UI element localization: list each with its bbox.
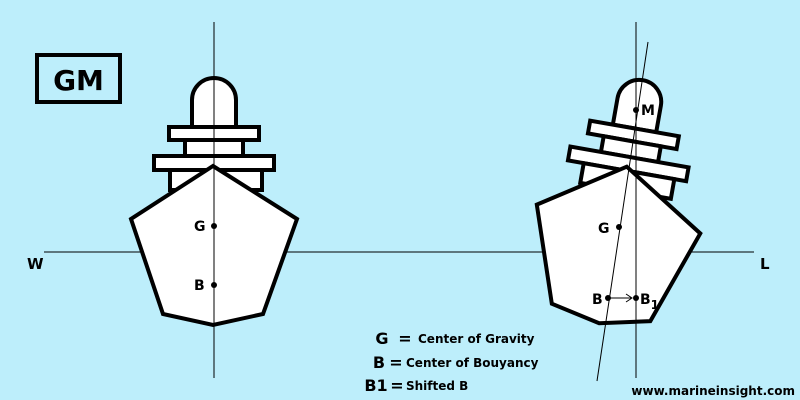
heeled-ship-g-label: G [598,221,610,237]
legend-symbol-b1: B1 [364,376,387,395]
waterline-l-label: L [760,255,770,273]
legend-item-shifted-b: B1 = Shifted B [364,376,468,395]
legend-equals: = [390,376,403,395]
waterline-w-label: W [27,255,44,273]
heeled-ship: M G B B1 [534,22,703,382]
legend: G = Center of Gravity B = Center of Bouy… [364,329,538,395]
heeled-ship-dome [610,77,664,135]
legend-text-gravity: Center of Gravity [418,332,535,346]
heeled-ship-g-point [616,224,622,230]
legend-item-gravity: G = Center of Gravity [375,329,534,348]
upright-ship: G B [128,22,300,378]
heeled-ship-b-point [605,295,611,301]
legend-equals: = [398,329,411,348]
legend-symbol-b: B [373,353,385,372]
title-box: GM [35,53,122,104]
title-frame [35,53,122,104]
heeled-ship-hull [534,164,703,326]
heeled-ship-b-label: B [592,292,603,308]
heeled-ship-b1-point [633,295,639,301]
upright-ship-g-label: G [194,219,206,235]
heeled-ship-body [534,77,703,326]
legend-text-bouyancy: Center of Bouyancy [406,356,539,370]
legend-equals: = [389,353,402,372]
heeled-ship-m-point [633,107,639,113]
legend-text-shifted-b: Shifted B [406,379,468,393]
title-text: GM [53,64,104,97]
heeled-ship-m-label: M [641,103,655,119]
heeled-ship-b1-label: B1 [640,292,659,312]
upright-ship-g-point [211,223,217,229]
watermark-text: www.marineinsight.com [631,384,795,398]
heeled-ship-inclined-centerline [596,41,649,382]
buoyancy-shift-arrowhead [625,293,633,303]
upright-ship-b-label: B [194,278,205,294]
legend-symbol-g: G [375,329,388,348]
legend-item-bouyancy: B = Center of Bouyancy [373,353,539,372]
upright-ship-b-point [211,282,217,288]
